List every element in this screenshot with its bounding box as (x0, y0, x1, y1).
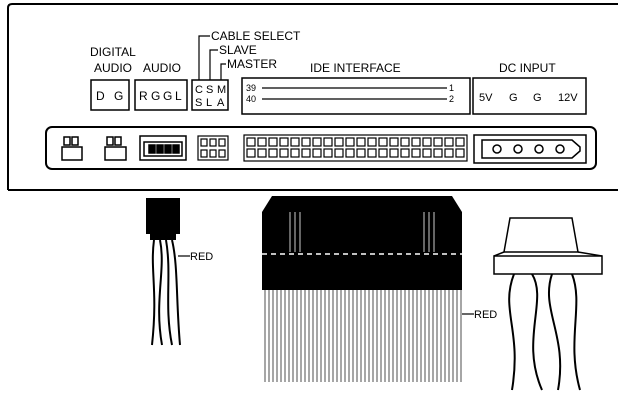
ide-pin (323, 148, 333, 158)
ide-pin (400, 148, 410, 158)
dc-input-connector-box (472, 77, 587, 115)
jumper-box (191, 79, 229, 111)
jumper-letter-top: M (217, 84, 226, 96)
ide-pin (422, 148, 432, 158)
ide-pin (345, 148, 355, 158)
dc-pin-label: 5V (479, 92, 493, 104)
digital-audio-header (61, 136, 83, 161)
digital-audio-label-line1: DIGITAL (90, 45, 136, 59)
ide-pin (367, 148, 377, 158)
audio-pin: G (151, 89, 160, 103)
ide-header (243, 134, 468, 162)
dc-pin-label: G (533, 92, 542, 104)
audio-connector (139, 135, 187, 161)
dc-pin-label: G (509, 92, 518, 104)
jumper-letter-bottom: L (206, 97, 212, 109)
ide-pin (312, 148, 322, 158)
ide-pin (389, 148, 399, 158)
ide-pin (411, 148, 421, 158)
ide-ribbon-connector (262, 196, 462, 382)
ide-pin (334, 137, 344, 147)
connector-strip (45, 126, 597, 170)
audio-red-label: RED (190, 251, 213, 263)
ide-pin (411, 137, 421, 147)
ide-pin (400, 137, 410, 147)
digital-audio-pin: D (96, 89, 105, 103)
audio-pin: L (175, 89, 182, 103)
ide-pin (257, 148, 267, 158)
ide-pin (301, 137, 311, 147)
ide-pin (312, 137, 322, 147)
ide-pin (422, 137, 432, 147)
ide-pin (455, 137, 465, 147)
audio-pin: G (163, 89, 172, 103)
ide-pin (301, 148, 311, 158)
jumper-letter-top: C (195, 84, 203, 96)
ide-pin (378, 148, 388, 158)
drive-body-outline (7, 3, 618, 190)
ide-pin (378, 137, 388, 147)
digital-audio-label-line2: AUDIO (94, 61, 132, 75)
jumper-block (197, 135, 229, 161)
ide-pin (389, 137, 399, 147)
ide-pin (455, 148, 465, 158)
master-label: MASTER (227, 57, 277, 71)
ide-pin (367, 137, 377, 147)
audio-cable-plug (146, 198, 181, 346)
ide-pin (433, 137, 443, 147)
ide-pin (268, 148, 278, 158)
jumper-letter-bottom: S (195, 97, 202, 109)
audio-pin: R (139, 89, 148, 103)
slave-leader (209, 49, 218, 80)
ide-connector-box (241, 77, 471, 115)
master-leader (220, 63, 226, 80)
cable-select-leader (198, 35, 210, 80)
dc-socket (473, 134, 587, 164)
audio-header-small (104, 136, 127, 161)
dc-input-label: DC INPUT (499, 61, 556, 75)
ide-pin (257, 137, 267, 147)
ide-pin (444, 148, 454, 158)
ide-pin-2-label: 2 (449, 94, 454, 104)
ide-pin (444, 137, 454, 147)
audio-label: AUDIO (143, 61, 181, 75)
ide-pin (323, 137, 333, 147)
ide-red-label: RED (474, 309, 497, 321)
ide-pin (345, 137, 355, 147)
audio-connector-box (134, 79, 188, 111)
jumper-letter-top: S (206, 84, 213, 96)
ide-interface-label: IDE INTERFACE (310, 61, 401, 75)
ide-pin-39-label: 39 (246, 83, 256, 93)
digital-audio-pin: G (114, 89, 123, 103)
ide-pin (433, 148, 443, 158)
slave-label: SLAVE (219, 43, 257, 57)
ide-pin (356, 148, 366, 158)
ide-pin (268, 137, 278, 147)
ide-pin-40-label: 40 (246, 94, 256, 104)
dc-power-plug (493, 217, 603, 391)
ide-pin (246, 148, 256, 158)
cable-select-label: CABLE SELECT (211, 29, 301, 43)
ide-pin-1-label: 1 (449, 83, 454, 93)
digital-audio-connector-box (90, 79, 130, 111)
ide-pin (279, 148, 289, 158)
ide-pin (246, 137, 256, 147)
ide-pin (334, 148, 344, 158)
ide-pin (356, 137, 366, 147)
ide-pin (290, 148, 300, 158)
jumper-letter-bottom: A (217, 97, 225, 109)
dc-pin-label: 12V (558, 92, 578, 104)
ide-pin (279, 137, 289, 147)
ide-pin (290, 137, 300, 147)
